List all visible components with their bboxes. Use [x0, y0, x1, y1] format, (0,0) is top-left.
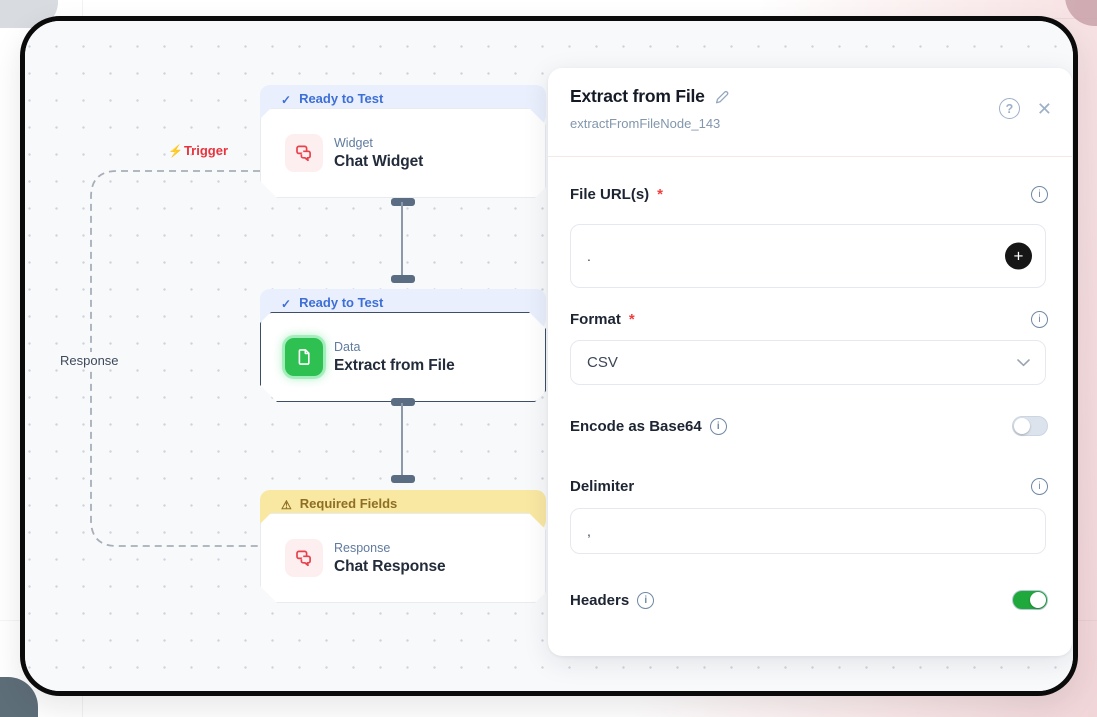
badge-label: Ready to Test: [299, 91, 384, 106]
info-icon[interactable]: i: [709, 417, 727, 435]
delimiter-value: ,: [587, 523, 591, 539]
info-icon[interactable]: i: [1031, 186, 1048, 203]
chat-icon: [285, 539, 323, 577]
encode-label: Encode as Base64: [570, 417, 702, 435]
node-config-panel: Extract from File extractFromFileNode_14…: [548, 68, 1072, 656]
file-urls-label-row: File URL(s) * i: [570, 186, 1048, 203]
info-icon[interactable]: i: [1031, 478, 1048, 495]
badge-label: Ready to Test: [299, 295, 384, 310]
node-category: Data: [334, 339, 361, 354]
chevron-down-icon: [1017, 358, 1030, 366]
response-edge-label: Response: [55, 352, 124, 369]
trigger-label-text: Trigger: [183, 143, 229, 158]
node-chat-response[interactable]: ⚠ Required Fields Response Chat Response: [260, 490, 546, 603]
lightning-icon: ⚡: [168, 143, 183, 158]
panel-title-row: Extract from File: [570, 86, 730, 107]
input-handle[interactable]: [391, 475, 415, 483]
headers-label: Headers: [570, 591, 630, 609]
node-title: Chat Widget: [334, 152, 424, 170]
app-frame: ⚡ Trigger Response ✓ Ready to Test Widge…: [20, 16, 1078, 696]
required-marker: *: [628, 311, 635, 328]
delimiter-label: Delimiter: [570, 478, 635, 495]
node-title: Chat Response: [334, 557, 446, 575]
node-id: extractFromFileNode_143: [570, 116, 721, 131]
file-urls-input[interactable]: . +: [570, 224, 1046, 288]
check-icon: ✓: [281, 297, 292, 311]
connector-edge: [401, 202, 403, 278]
info-icon[interactable]: i: [1031, 311, 1048, 328]
input-handle[interactable]: [391, 275, 415, 283]
connector-edge: [401, 403, 403, 480]
toggle-knob: [1030, 592, 1046, 608]
flow-canvas[interactable]: ⚡ Trigger Response ✓ Ready to Test Widge…: [25, 21, 1073, 691]
help-icon[interactable]: ?: [998, 98, 1020, 119]
output-handle[interactable]: [391, 198, 415, 206]
encode-toggle[interactable]: [1012, 416, 1048, 436]
output-handle[interactable]: [391, 398, 415, 406]
node-category: Response: [334, 540, 391, 555]
panel-title: Extract from File: [570, 86, 705, 106]
node-chat-widget[interactable]: ✓ Ready to Test Widget Chat Widget: [260, 85, 546, 198]
format-label-row: Format * i: [570, 311, 1048, 328]
format-value: CSV: [587, 354, 618, 371]
trigger-edge-label: ⚡ Trigger: [163, 142, 233, 159]
check-icon: ✓: [281, 93, 292, 107]
toggle-knob: [1014, 418, 1030, 434]
delimiter-input[interactable]: ,: [570, 508, 1046, 554]
chat-icon: [285, 134, 323, 172]
close-icon[interactable]: ✕: [1036, 98, 1052, 119]
edit-pencil-icon[interactable]: [714, 89, 730, 105]
add-url-button[interactable]: +: [1005, 242, 1032, 270]
file-urls-value: .: [587, 248, 591, 264]
format-select[interactable]: CSV: [570, 340, 1046, 385]
headers-toggle[interactable]: [1012, 590, 1048, 610]
headers-row: Headers i: [570, 590, 1048, 610]
node-card[interactable]: Response Chat Response: [260, 513, 546, 603]
delimiter-label-row: Delimiter i: [570, 478, 1048, 495]
format-label: Format: [570, 311, 621, 328]
warning-icon: ⚠: [281, 498, 292, 512]
node-extract-from-file[interactable]: ✓ Ready to Test Data Extract from File: [260, 289, 546, 402]
badge-label: Required Fields: [299, 496, 398, 511]
divider: [548, 156, 1072, 157]
file-icon: [285, 338, 323, 376]
node-title: Extract from File: [334, 356, 455, 374]
node-card-selected[interactable]: Data Extract from File: [260, 312, 546, 402]
encode-row: Encode as Base64 i: [570, 416, 1048, 436]
info-icon[interactable]: i: [637, 591, 655, 609]
node-category: Widget: [334, 135, 373, 150]
required-marker: *: [657, 186, 664, 203]
node-card[interactable]: Widget Chat Widget: [260, 108, 546, 198]
file-urls-label: File URL(s): [570, 186, 650, 203]
